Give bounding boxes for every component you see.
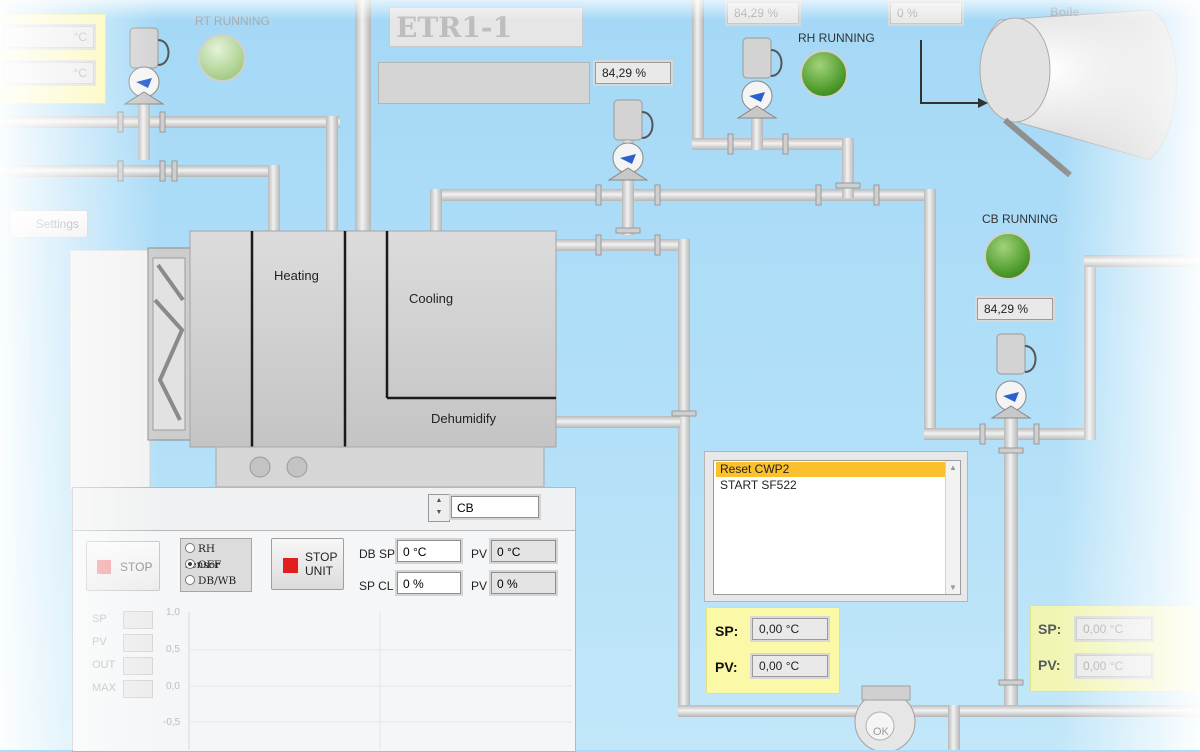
rh-valve-readout: 84,29 % xyxy=(727,2,799,24)
stop-icon xyxy=(97,560,111,574)
trend-plot-area xyxy=(188,612,572,750)
legend-out-swatch xyxy=(123,657,153,675)
ytick-2: 0,5 xyxy=(166,644,180,655)
rh-running-label: RH RUNNING xyxy=(798,31,875,45)
ytick-1: 1,0 xyxy=(166,607,180,618)
sp-value-2: 0,00 °C xyxy=(1076,618,1152,640)
legend-pv: PV xyxy=(92,636,107,648)
stop-button[interactable]: STOP xyxy=(86,541,160,591)
scroll-down-icon[interactable]: ▼ xyxy=(949,583,957,592)
heating-label: Heating xyxy=(274,268,319,283)
top-right-readout: 0 % xyxy=(890,2,962,24)
cb-running-lamp xyxy=(984,232,1032,280)
dehumidify-label: Dehumidify xyxy=(431,411,497,426)
stop-unit-icon xyxy=(283,558,298,573)
rh-running-lamp xyxy=(800,50,848,98)
valve-rh xyxy=(736,37,783,119)
stop-unit-button[interactable]: STOP UNIT xyxy=(271,538,344,590)
pv-value-2: 0,00 °C xyxy=(1076,655,1152,677)
mode-radio-group: RH sensor OFF DB/WB xyxy=(180,538,252,592)
boiler-label: Boile xyxy=(1050,5,1080,19)
list-item[interactable]: Reset CWP2 xyxy=(716,462,946,477)
legend-sp-swatch xyxy=(123,611,153,629)
stop-button-label: STOP xyxy=(120,560,153,574)
scroll-up-icon[interactable]: ▲ xyxy=(949,463,957,472)
boiler xyxy=(979,9,1177,178)
rt-running-label: RT RUNNING xyxy=(195,14,270,28)
pump xyxy=(854,685,916,750)
page-title: ETR1-1 xyxy=(389,7,583,47)
pv2-label: PV xyxy=(471,579,488,593)
sp-label: SP: xyxy=(715,623,739,639)
left-value-1: °C xyxy=(4,26,94,48)
legend-sp: SP xyxy=(92,613,107,625)
list-scrollbar[interactable]: ▲ ▼ xyxy=(945,461,960,594)
status-display xyxy=(378,62,590,104)
top-valve-readout: 84,29 % xyxy=(595,62,671,84)
sp-cl-label: SP CL xyxy=(359,579,394,593)
valve-cb xyxy=(990,333,1037,419)
valve-rt xyxy=(123,27,170,105)
pv1-value: 0 °C xyxy=(491,540,556,562)
valve-top xyxy=(607,99,654,181)
settings-button[interactable]: Settings xyxy=(10,210,88,238)
command-list[interactable]: Reset CWP2 START SF522 ▲ ▼ xyxy=(713,460,961,595)
sp-label: SP: xyxy=(1038,621,1062,637)
radio-db-wb[interactable]: DB/WB xyxy=(185,573,236,589)
command-listbox: Reset CWP2 START SF522 ▲ ▼ xyxy=(704,451,968,602)
pv2-value: 0 % xyxy=(491,572,556,594)
cb-valve-readout: 84,29 % xyxy=(977,298,1053,320)
stop-unit-label-1: STOP xyxy=(305,550,338,564)
pv-label: PV: xyxy=(1038,657,1061,673)
selector-spinner[interactable]: ▲▼ xyxy=(428,494,450,522)
legend-pv-swatch xyxy=(123,634,153,652)
pv-label: PV: xyxy=(715,659,738,675)
sp-value-1: 0,00 °C xyxy=(752,618,828,640)
list-item[interactable]: START SF522 xyxy=(720,478,797,492)
radio-off[interactable]: OFF xyxy=(185,557,221,573)
ytick-4: -0,5 xyxy=(163,717,181,728)
cb-running-label: CB RUNNING xyxy=(982,212,1059,226)
unit-selector[interactable]: CB xyxy=(451,496,539,518)
db-sp-label: DB SP xyxy=(359,547,396,561)
radio-rh-sensor[interactable]: RH sensor xyxy=(185,543,221,571)
legend-max-swatch xyxy=(123,680,153,698)
pump-status-label: OK xyxy=(873,726,889,738)
left-value-2: °C xyxy=(4,62,94,84)
legend-out: OUT xyxy=(92,659,116,671)
stop-unit-label-2: UNIT xyxy=(305,564,333,578)
pv1-label: PV xyxy=(471,547,488,561)
cooling-label: Cooling xyxy=(409,291,454,306)
db-sp-field[interactable]: 0 °C xyxy=(397,540,461,562)
pv-value-1: 0,00 °C xyxy=(752,655,828,677)
legend-max: MAX xyxy=(92,682,116,694)
flow-arrow xyxy=(920,40,978,104)
ytick-3: 0,0 xyxy=(166,681,180,692)
rt-running-lamp xyxy=(198,34,246,82)
sp-cl-field[interactable]: 0 % xyxy=(397,572,461,594)
